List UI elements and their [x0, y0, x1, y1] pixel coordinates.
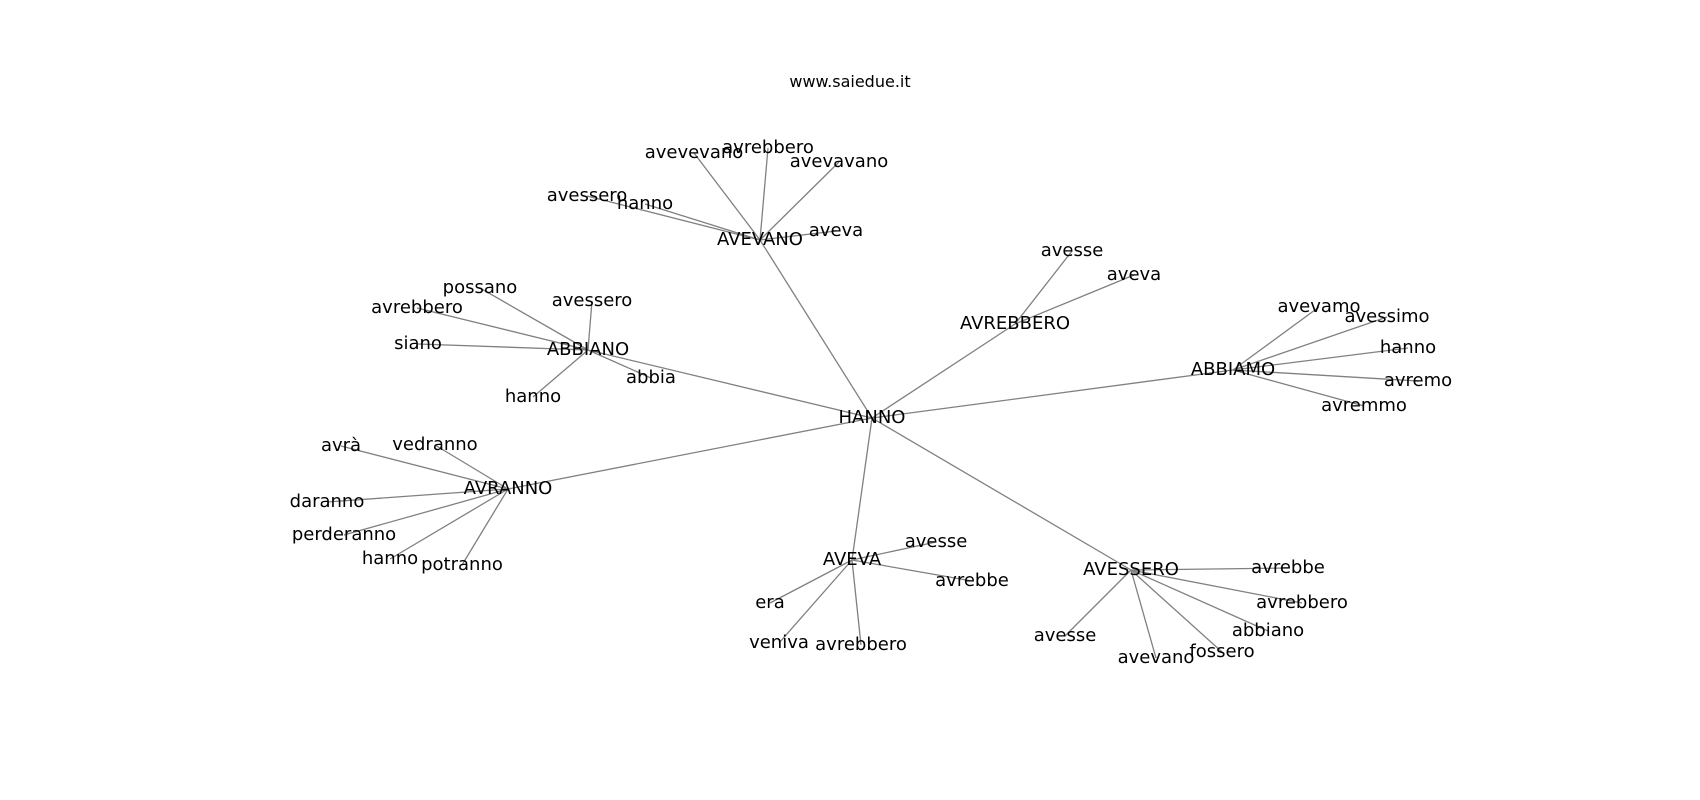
edge-avessero-5 [1064, 569, 1132, 637]
hub-node-label: AVEVANO [717, 229, 803, 250]
hub-node-label: AVEVA [823, 549, 882, 570]
edge-abbiamo-3 [1232, 369, 1419, 382]
edge-avrebbero-1 [1014, 274, 1135, 325]
leaf-node-label: hanno [362, 548, 418, 569]
leaf-node-label: avrebbe [935, 570, 1009, 591]
edge-root-avevano [759, 239, 873, 419]
leaf-node-label: daranno [290, 491, 365, 512]
hub-node-label: AVREBBERO [960, 313, 1070, 334]
leaf-node-label: aveva [1107, 264, 1161, 285]
leaf-node-label: avesse [905, 531, 968, 552]
edge-abbiano-5 [587, 349, 652, 379]
leaf-node-label: hanno [1380, 337, 1436, 358]
leaf-node-label: avessero [547, 185, 628, 206]
edge-avranno-0 [340, 445, 509, 490]
edge-avevano-4 [644, 203, 761, 241]
leaf-node-label: avevavano [790, 151, 889, 172]
edge-avevano-1 [759, 147, 769, 241]
leaf-node-label: hanno [617, 193, 673, 214]
leaf-node-label: aveva [809, 220, 863, 241]
leaf-node-label: avevevano [645, 142, 744, 163]
edge-abbiano-3 [417, 343, 589, 351]
edge-avranno-3 [343, 488, 509, 536]
edge-root-avranno [507, 417, 873, 490]
edge-avessero-2 [1130, 569, 1269, 632]
edge-abbiano-4 [532, 349, 589, 398]
edge-avevano-0 [693, 152, 761, 241]
edge-avranno-4 [389, 488, 509, 560]
leaf-node-label: avrebbero [722, 137, 814, 158]
edge-aveva-4 [851, 559, 862, 646]
edge-abbiano-2 [416, 307, 589, 351]
leaf-node-label: avrebbero [1256, 592, 1348, 613]
edge-abbiano-1 [587, 300, 593, 351]
hub-node-label: ABBIAMO [1191, 359, 1275, 380]
site-caption: www.saiedue.it [789, 72, 911, 91]
edge-avessero-4 [1130, 569, 1157, 659]
leaf-node-label: avevamo [1278, 296, 1361, 317]
hub-node-label: ABBIANO [547, 339, 629, 360]
edge-abbiamo-4 [1232, 369, 1365, 407]
leaf-node-label: siano [394, 333, 442, 354]
edge-abbiamo-1 [1232, 316, 1388, 371]
hub-node-label: AVESSERO [1083, 559, 1179, 580]
edge-avranno-1 [434, 444, 509, 490]
edge-avessero-1 [1130, 569, 1303, 604]
edge-avevano-2 [759, 161, 840, 241]
leaf-node-label: avessero [552, 290, 633, 311]
edge-root-aveva [851, 417, 873, 561]
hub-node-label: AVRANNO [464, 478, 553, 499]
leaf-node-label: avremmo [1321, 395, 1407, 416]
edge-aveva-1 [851, 559, 973, 582]
leaf-node-label: avrà [321, 435, 361, 456]
edge-root-abbiamo [871, 369, 1234, 419]
edge-root-abbiano [587, 349, 873, 419]
leaf-node-label: perderanno [292, 524, 396, 545]
leaf-node-label: avesse [1041, 240, 1104, 261]
edge-root-avessero [871, 417, 1132, 571]
leaf-node-label: vedranno [392, 434, 477, 455]
edge-abbiamo-0 [1232, 306, 1320, 371]
leaf-node-label: hanno [505, 386, 561, 407]
edge-aveva-0 [851, 541, 937, 561]
leaf-node-label: avremo [1384, 370, 1452, 391]
edge-abbiano-0 [479, 287, 589, 351]
leaf-node-label: fossero [1189, 641, 1254, 662]
edge-avevano-3 [586, 195, 761, 241]
edge-root-avrebbero [871, 323, 1016, 419]
edge-aveva-3 [778, 559, 853, 644]
root-node-label: HANNO [839, 407, 906, 428]
edge-avranno-5 [461, 488, 509, 566]
leaf-node-label: avevano [1118, 647, 1195, 668]
edge-abbiamo-2 [1232, 347, 1409, 371]
leaf-node-label: potranno [421, 554, 503, 575]
leaf-node-label: avrebbero [371, 297, 463, 318]
leaf-node-label: avrebbero [815, 634, 907, 655]
edge-avrebbero-0 [1014, 250, 1073, 325]
leaf-node-label: abbia [626, 367, 676, 388]
edge-aveva-2 [769, 559, 853, 604]
edge-avranno-2 [326, 488, 509, 503]
leaf-node-label: avesse [1034, 625, 1097, 646]
edge-avevano-5 [759, 230, 837, 241]
leaf-node-label: avessimo [1344, 306, 1429, 327]
leaf-node-label: abbiano [1232, 620, 1304, 641]
leaf-node-label: possano [443, 277, 518, 298]
leaf-node-label: era [755, 592, 785, 613]
edge-avessero-3 [1130, 569, 1223, 653]
edge-avessero-0 [1130, 567, 1289, 571]
leaf-node-label: veniva [749, 632, 809, 653]
leaf-node-label: avrebbe [1251, 557, 1325, 578]
